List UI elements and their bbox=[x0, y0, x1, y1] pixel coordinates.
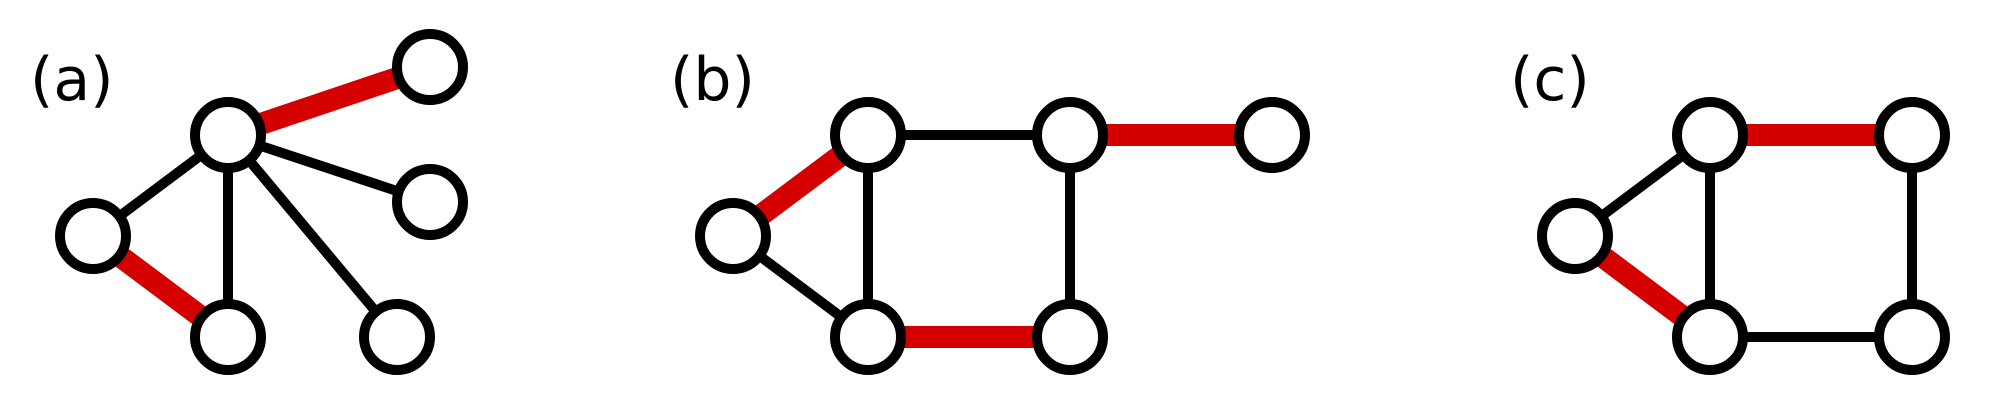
panel-c: (c) bbox=[1510, 45, 1950, 375]
node-bottom-middle bbox=[1032, 299, 1108, 375]
node-bottom-left bbox=[830, 299, 906, 375]
panel-b-label: (b) bbox=[670, 45, 755, 115]
panel-b-nodes bbox=[695, 97, 1310, 375]
node-top-left bbox=[830, 97, 906, 173]
node-bottom-right bbox=[1874, 299, 1950, 375]
node-bottom bbox=[190, 299, 266, 375]
node-bottom-left bbox=[1672, 299, 1748, 375]
node-bottom-right bbox=[359, 299, 435, 375]
node-left bbox=[55, 198, 131, 274]
node-top-left bbox=[1672, 97, 1748, 173]
panel-b: (b) bbox=[670, 45, 1310, 375]
node-top-middle bbox=[1032, 97, 1108, 173]
node-hub bbox=[190, 97, 266, 173]
panel-c-nodes bbox=[1537, 97, 1950, 375]
node-top-right bbox=[1874, 97, 1950, 173]
panel-c-label: (c) bbox=[1510, 45, 1590, 115]
node-top-right bbox=[392, 29, 468, 105]
node-right bbox=[1234, 97, 1310, 173]
node-left bbox=[695, 198, 771, 274]
edge-hub-bottom-right bbox=[224, 131, 401, 341]
panel-a: (a) bbox=[30, 29, 468, 375]
node-left bbox=[1537, 198, 1613, 274]
panel-a-label: (a) bbox=[30, 45, 114, 115]
panel-a-nodes bbox=[55, 29, 468, 375]
node-mid-right bbox=[392, 164, 468, 240]
